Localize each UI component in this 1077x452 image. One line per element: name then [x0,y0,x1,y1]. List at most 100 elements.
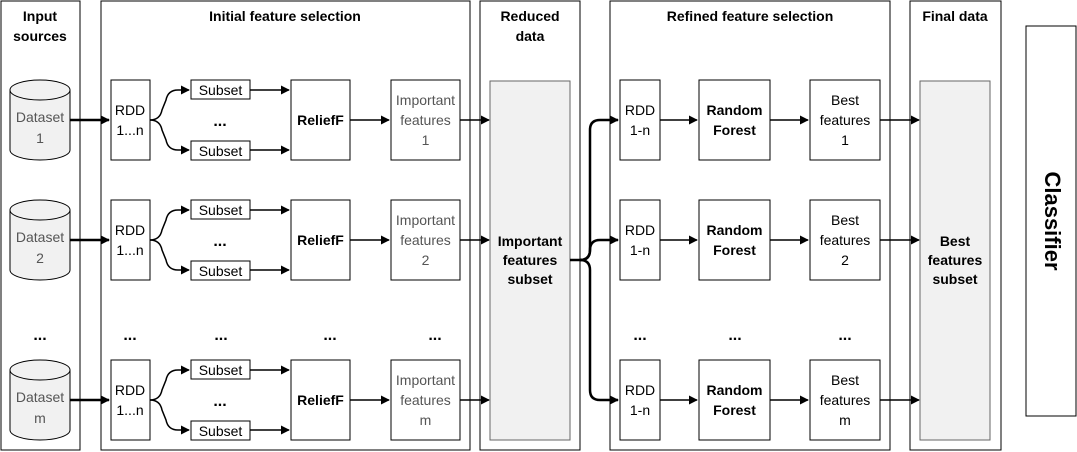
subset-label-bottom: Subset [199,143,243,159]
random-forest-box [698,199,771,281]
rdd-range: 1...n [116,242,143,258]
best-label-line3: m [839,412,851,428]
relieff-label: ReliefF [297,112,344,128]
forest-label-line1: Random [707,382,763,398]
panel-title-refined: Refined feature selection [667,8,834,24]
best-features-box [809,359,881,441]
random-forest-box [698,79,771,161]
rdd-label: RDD [115,382,145,398]
important-features-box [390,359,461,441]
rdd-refined-range: 1-n [630,122,650,138]
rdd-box [110,359,151,441]
split-arrow-top [149,85,190,121]
pipeline-row: DatasetmRDD1...nSubsetSubset...ReliefFIm… [9,359,920,441]
final-box-line3: subset [932,271,977,287]
important-label-line2: features [400,232,451,248]
important-features-subset-box [489,80,571,441]
pipeline-row: Dataset1RDD1...nSubsetSubset...ReliefFIm… [9,79,920,161]
relieff-label: ReliefF [297,232,344,248]
ellipsis-forest: ... [728,327,741,344]
best-label-line3: 1 [841,132,849,148]
best-features-box [809,199,881,281]
best-label-line2: features [820,112,871,128]
panel-title-reduced-line1: Reduced [500,8,559,24]
important-label-line1: Important [396,212,455,228]
rdd-refined-label: RDD [625,222,655,238]
dataset-cylinder-body [9,210,71,281]
best-label-line2: features [820,392,871,408]
important-label-line2: features [400,112,451,128]
rdd-range: 1...n [116,122,143,138]
split-arrow-bottom [149,119,190,155]
best-label-line3: 2 [841,252,849,268]
final-box-line2: features [928,252,983,268]
rdd-label: RDD [115,102,145,118]
pipeline-rows: Dataset1RDD1...nSubsetSubset...ReliefFIm… [9,79,920,441]
important-label-line3: m [420,412,432,428]
best-label-line2: features [820,232,871,248]
reduced-to-refined-branch [570,115,619,405]
dataset-label: Dataset [16,109,64,125]
dataset-number: m [34,410,46,426]
rdd-label: RDD [115,222,145,238]
final-box-line1: Best [940,233,971,249]
split-arrow-top [149,205,190,241]
best-features-box [809,79,881,161]
rdd-refined-box [619,359,661,441]
reduced-box-line1: Important [498,233,563,249]
ellipsis-relieff: ... [323,327,336,344]
dataset-cylinder [9,79,71,161]
dataset-label: Dataset [16,229,64,245]
ellipsis-row: ... ... ... ... ... ... ... ... [33,327,851,344]
subset-ellipsis: ... [213,113,226,130]
split-arrow-top [149,365,190,401]
relieff-box [290,199,351,281]
classifier-box [1025,25,1077,417]
dataset-number: 1 [36,130,44,146]
dataset-cylinder [9,359,71,441]
subset-ellipsis: ... [213,233,226,250]
rdd-box [110,199,151,281]
forest-label-line2: Forest [713,242,756,258]
rdd-refined-label: RDD [625,382,655,398]
panel-title-reduced-line2: data [516,28,545,44]
panel-title-initial: Initial feature selection [209,8,361,24]
panel-title-input-line1: Input [23,8,58,24]
best-label-line1: Best [831,92,859,108]
split-arrow-bottom [149,239,190,275]
rdd-box [110,79,151,161]
subset-ellipsis: ... [213,393,226,410]
rdd-refined-box [619,79,661,161]
subset-label-top: Subset [199,202,243,218]
rdd-range: 1...n [116,402,143,418]
panel-title-input-line2: sources [13,28,67,44]
subset-label-top: Subset [199,362,243,378]
forest-label-line1: Random [707,102,763,118]
pipeline-row: Dataset2RDD1...nSubsetSubset...ReliefFIm… [9,199,920,281]
ellipsis-subset: ... [214,327,227,344]
forest-label-line1: Random [707,222,763,238]
dataset-cylinder-top [9,199,71,221]
ellipsis-rdd2: ... [633,327,646,344]
relieff-label: ReliefF [297,392,344,408]
best-features-subset-box [919,80,991,441]
subset-label-bottom: Subset [199,263,243,279]
dataset-cylinder-body [9,90,71,161]
split-arrow-bottom [149,399,190,435]
classifier-label: Classifier [1040,171,1065,270]
relieff-box [290,79,351,161]
dataset-number: 2 [36,250,44,266]
important-label-line3: 1 [422,132,430,148]
ellipsis-dataset: ... [33,327,46,344]
subset-label-bottom: Subset [199,423,243,439]
dataset-cylinder-top [9,359,71,381]
best-label-line1: Best [831,212,859,228]
important-label-line1: Important [396,92,455,108]
important-features-box [390,79,461,161]
important-features-box [390,199,461,281]
subset-label-top: Subset [199,82,243,98]
forest-label-line2: Forest [713,122,756,138]
dataset-cylinder-body [9,370,71,441]
best-label-line1: Best [831,372,859,388]
